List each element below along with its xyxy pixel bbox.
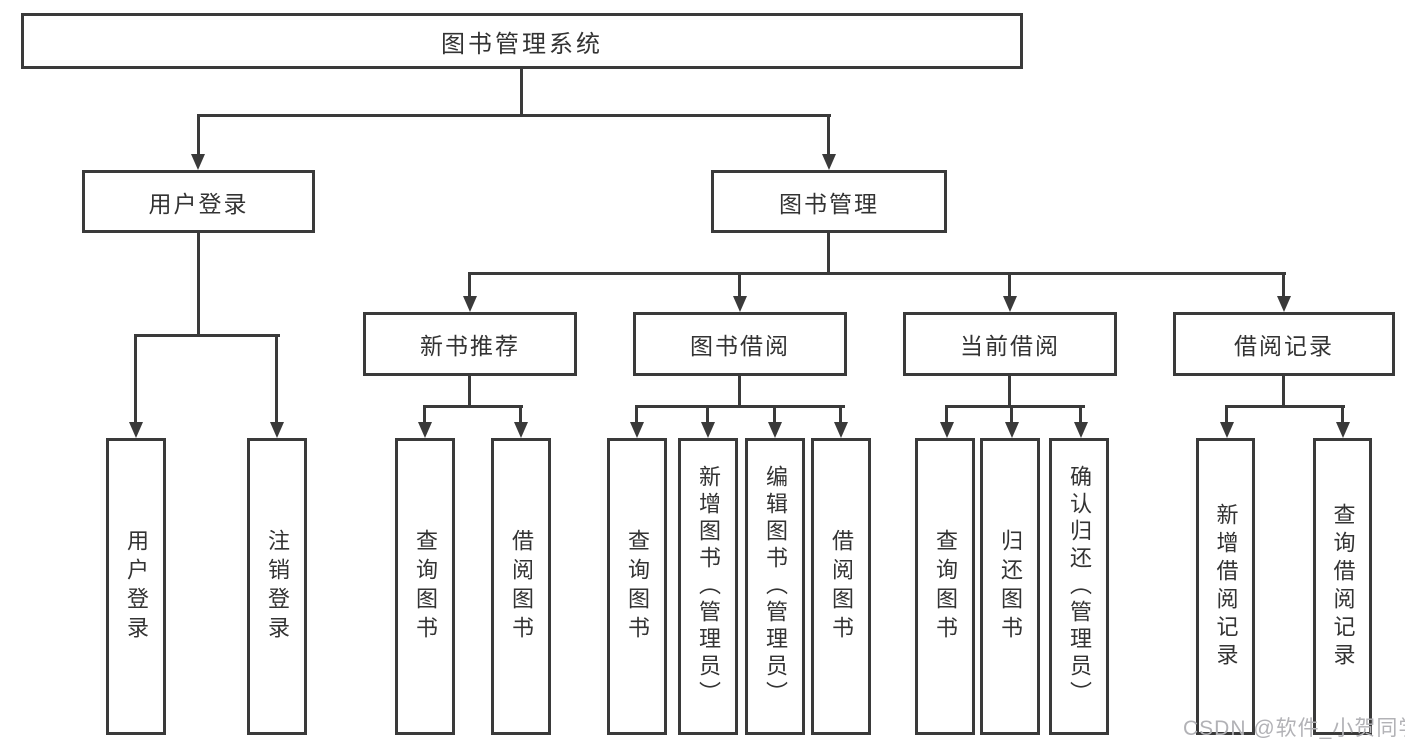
connector-new-books-stem: [468, 376, 471, 408]
arrowhead-icon: [129, 422, 143, 438]
leaf-logout-label: 注销登录: [265, 528, 290, 645]
arrowhead-icon: [270, 422, 284, 438]
arrowhead-icon: [1277, 296, 1291, 312]
arrowhead-icon: [1220, 422, 1234, 438]
leaf-query-books-3-label: 查询图书: [933, 528, 958, 645]
leaf-add-borrow-record: 新增借阅记录: [1196, 438, 1255, 735]
node-new-book-recommend-label: 新书推荐: [420, 333, 520, 359]
arrowhead-icon: [1003, 296, 1017, 312]
arrowhead-icon: [630, 422, 644, 438]
leaf-borrow-books-1-label: 借阅图书: [509, 528, 534, 645]
connector-shaft: [827, 114, 830, 156]
connector-book-mgmt-branch: [468, 272, 1286, 275]
leaf-add-book-admin-label: 新增图书（管理员）: [696, 465, 721, 708]
node-book-management: 图书管理: [711, 170, 947, 233]
connector-shaft: [1079, 405, 1082, 424]
leaf-query-borrow-record: 查询借阅记录: [1313, 438, 1372, 735]
connector-user-login-stem: [197, 233, 200, 337]
arrowhead-icon: [514, 422, 528, 438]
connector-shaft: [839, 405, 842, 424]
connector-shaft: [1225, 405, 1228, 424]
node-borrow-records: 借阅记录: [1173, 312, 1395, 376]
leaf-borrow-books-2-label: 借阅图书: [829, 528, 854, 645]
connector-shaft: [738, 272, 741, 298]
leaf-query-borrow-record-label: 查询借阅记录: [1330, 502, 1356, 671]
node-current-borrow-label: 当前借阅: [960, 333, 1060, 359]
node-book-management-label: 图书管理: [779, 190, 879, 217]
connector-shaft: [706, 405, 709, 424]
connector-shaft: [275, 334, 278, 424]
arrowhead-icon: [940, 422, 954, 438]
connector-shaft: [945, 405, 948, 424]
connector-book-mgmt-stem: [827, 233, 830, 275]
leaf-logout: 注销登录: [247, 438, 307, 735]
leaf-query-books-2-label: 查询图书: [625, 528, 650, 645]
connector-new-books-branch: [423, 405, 523, 408]
arrowhead-icon: [1005, 422, 1019, 438]
leaf-query-books-2: 查询图书: [607, 438, 667, 735]
leaf-edit-book-admin-label: 编辑图书（管理员）: [763, 465, 788, 708]
node-borrow-records-label: 借阅记录: [1234, 333, 1334, 359]
arrowhead-icon: [418, 422, 432, 438]
node-current-borrow: 当前借阅: [903, 312, 1117, 376]
arrowhead-icon: [463, 296, 477, 312]
connector-current-borrow-stem: [1008, 376, 1011, 408]
connector-shaft: [635, 405, 638, 424]
arrowhead-icon: [191, 154, 205, 170]
leaf-borrow-books-2: 借阅图书: [811, 438, 871, 735]
csdn-watermark: CSDN @软件_小贺同学: [1183, 717, 1405, 740]
connector-shaft: [423, 405, 426, 424]
node-root-label: 图书管理系统: [441, 30, 603, 58]
connector-shaft: [1008, 272, 1011, 298]
connector-book-borrow-stem: [738, 376, 741, 408]
node-user-login: 用户登录: [82, 170, 315, 233]
arrowhead-icon: [1074, 422, 1088, 438]
connector-root-stem: [520, 69, 523, 117]
connector-shaft: [1341, 405, 1344, 424]
leaf-borrow-books-1: 借阅图书: [491, 438, 551, 735]
connector-shaft: [519, 405, 522, 424]
node-root-system: 图书管理系统: [21, 13, 1023, 69]
node-user-login-label: 用户登录: [148, 190, 249, 217]
leaf-user-login-label: 用户登录: [124, 528, 149, 645]
arrowhead-icon: [834, 422, 848, 438]
connector-borrow-records-branch: [1225, 405, 1345, 408]
leaf-edit-book-admin: 编辑图书（管理员）: [745, 438, 805, 735]
connector-current-borrow-branch: [945, 405, 1085, 408]
leaf-query-books-3: 查询图书: [915, 438, 975, 735]
node-book-borrow: 图书借阅: [633, 312, 847, 376]
arrowhead-icon: [733, 296, 747, 312]
connector-shaft: [197, 114, 200, 156]
leaf-add-book-admin: 新增图书（管理员）: [678, 438, 738, 735]
leaf-query-books-1: 查询图书: [395, 438, 455, 735]
connector-root-branch: [197, 114, 831, 117]
leaf-query-books-1-label: 查询图书: [413, 528, 438, 645]
node-new-book-recommend: 新书推荐: [363, 312, 577, 376]
leaf-return-book-label: 归还图书: [998, 528, 1023, 645]
leaf-user-login: 用户登录: [106, 438, 166, 735]
connector-shaft: [134, 334, 137, 424]
arrowhead-icon: [822, 154, 836, 170]
leaf-add-borrow-record-label: 新增借阅记录: [1213, 502, 1239, 671]
leaf-confirm-return-admin: 确认归还（管理员）: [1049, 438, 1109, 735]
connector-book-borrow-branch: [635, 405, 845, 408]
connector-shaft: [773, 405, 776, 424]
connector-user-login-branch: [134, 334, 280, 337]
arrowhead-icon: [1336, 422, 1350, 438]
leaf-confirm-return-admin-label: 确认归还（管理员）: [1067, 465, 1092, 708]
node-book-borrow-label: 图书借阅: [690, 333, 790, 359]
connector-shaft: [1282, 272, 1285, 298]
connector-borrow-records-stem: [1282, 376, 1285, 408]
arrowhead-icon: [768, 422, 782, 438]
arrowhead-icon: [701, 422, 715, 438]
leaf-return-book: 归还图书: [980, 438, 1040, 735]
connector-shaft: [468, 272, 471, 298]
connector-shaft: [1010, 405, 1013, 424]
